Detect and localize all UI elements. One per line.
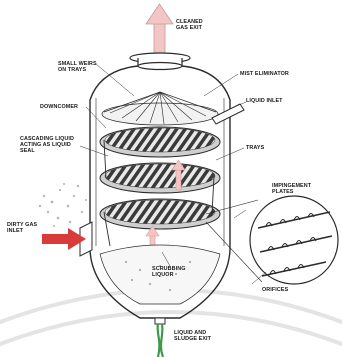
- tray-3: [100, 199, 220, 229]
- tray-1: [100, 127, 220, 157]
- label-liquid-sludge-exit: LIQUID AND SLUDGE EXIT: [174, 330, 222, 342]
- label-trays: TRAYS: [246, 145, 276, 151]
- label-liquid-inlet: LIQUID INLET: [246, 98, 294, 104]
- label-orifices: ORIFICES: [262, 287, 306, 293]
- mist-eliminator: [102, 92, 218, 125]
- label-downcomer: DOWNCOMER: [40, 104, 88, 110]
- top-outlet-nozzle: [130, 53, 190, 70]
- label-mist-eliminator: MIST ELIMINATOR: [240, 71, 310, 77]
- tray-2: [100, 163, 220, 193]
- label-small-weirs-on-trays: SMALL WEIRS ON TRAYS: [58, 61, 98, 73]
- label-cascading-liquid: CASCADING LIQUID ACTING AS LIQUID SEAL: [20, 136, 78, 154]
- bottom-outlet: [155, 318, 165, 357]
- label-cleaned-gas-exit: CLEANED GAS EXIT: [176, 19, 216, 31]
- label-dirty-gas-inlet: DIRTY GAS INLET: [7, 222, 39, 234]
- dirty-gas-particles: [39, 183, 87, 227]
- cleaned-gas-arrow: [146, 4, 173, 56]
- label-impingement-plates: IMPINGEMENT PLATES: [272, 183, 320, 195]
- label-scrubbing-liquor: SCRUBBING LIQUOR: [152, 266, 196, 278]
- dirty-gas-arrow: [42, 228, 86, 250]
